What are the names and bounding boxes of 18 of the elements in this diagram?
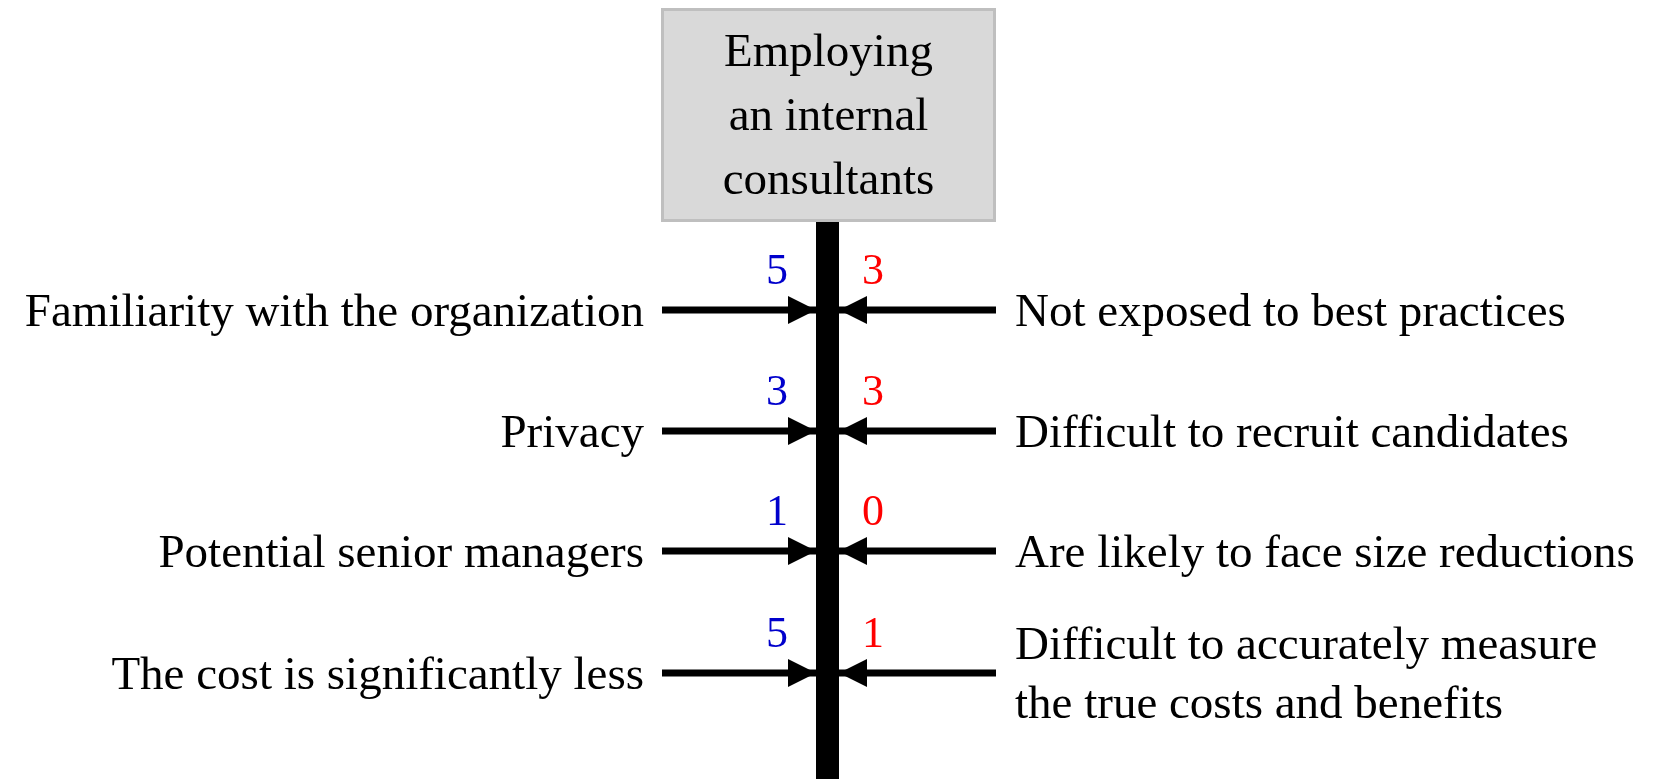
vertical-bar (816, 222, 839, 779)
edge-label: 5 (766, 611, 788, 655)
factor-text: Not exposed to best practices (996, 284, 1656, 336)
factor-text: Are likely to face size reductions (996, 525, 1656, 577)
factor-text: Privacy (0, 405, 662, 457)
edge-label: 3 (862, 248, 884, 292)
edge-label: 0 (862, 489, 884, 533)
factor-text: The cost is significantly less (0, 647, 662, 699)
edge-label: 3 (766, 369, 788, 413)
edge-label: 1 (862, 611, 884, 655)
edge-label: 5 (766, 248, 788, 292)
factor-text: Potential senior managers (0, 525, 662, 577)
factor-text: Familiarity with the organization (0, 284, 662, 336)
edge-label: 1 (766, 489, 788, 533)
factor-text: Difficult to recruit candidates (996, 405, 1656, 457)
factor-text: Difficult to accurately measure the true costs and benefits (996, 613, 1636, 733)
edge-label: 3 (862, 369, 884, 413)
title-box: Employing an internal consultants (661, 8, 996, 222)
